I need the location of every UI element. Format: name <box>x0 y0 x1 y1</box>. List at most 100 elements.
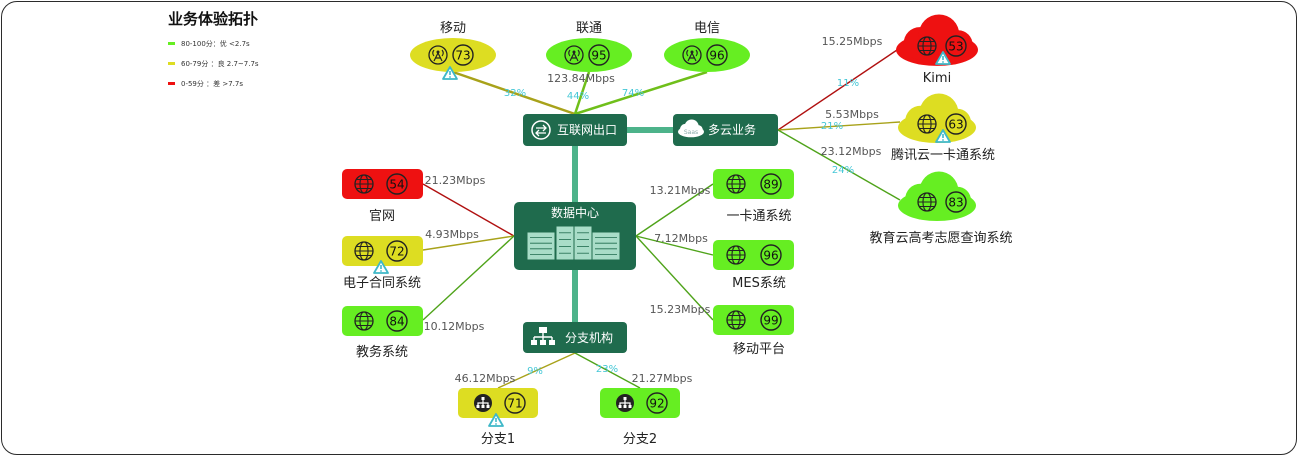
legend-swatch <box>168 42 175 45</box>
score-value: 99 <box>763 314 778 328</box>
isp-name: 移动 <box>440 21 466 36</box>
bandwidth-label: 10.12Mbps <box>424 320 485 333</box>
app-pill <box>713 169 794 199</box>
globe-icon <box>917 114 937 134</box>
score-badge: 99 <box>760 309 782 331</box>
branch-link <box>574 352 641 389</box>
score-badge: 72 <box>386 240 408 262</box>
dc-link-left <box>422 183 515 237</box>
share-percent: 9% <box>527 366 543 377</box>
branch-network-icon <box>616 394 634 412</box>
isp-node[interactable]: 95 <box>546 38 632 72</box>
app-pill <box>713 240 794 270</box>
branch-node[interactable]: 92 <box>600 388 680 418</box>
saas-caption: Saas <box>684 129 698 136</box>
cloud-service-node[interactable]: 53 <box>896 14 978 66</box>
score-badge: 89 <box>760 173 782 195</box>
score-badge: 71 <box>504 392 526 414</box>
app-pill <box>713 305 794 335</box>
branch-node[interactable]: 71 <box>458 388 538 418</box>
share-percent: 21% <box>821 121 843 132</box>
app-pill <box>342 169 423 199</box>
isp-name: 联通 <box>576 21 602 36</box>
dc-app-node[interactable]: 99 <box>713 305 794 335</box>
bandwidth-label: 21.27Mbps <box>632 372 693 385</box>
multi-cloud-label: 多云业务 <box>708 122 756 137</box>
score-value: 83 <box>948 196 963 210</box>
globe-icon <box>354 174 374 194</box>
isp-node[interactable]: 96 <box>664 38 750 72</box>
isp-link <box>574 70 708 116</box>
isp-node[interactable]: 73 <box>410 38 496 72</box>
isp-name: 电信 <box>694 21 720 36</box>
dc-app-node[interactable]: 54 <box>342 169 423 199</box>
share-percent: 32% <box>504 88 526 99</box>
dc-app-node[interactable]: 89 <box>713 169 794 199</box>
bandwidth-label: 15.25Mbps <box>822 35 883 48</box>
signal-tower-icon <box>428 45 448 65</box>
globe-icon <box>354 241 374 261</box>
signal-tower-icon <box>682 45 702 65</box>
share-percent: 23% <box>596 364 618 375</box>
score-value: 72 <box>389 245 404 259</box>
dc-link-right <box>635 235 714 321</box>
branch-pill <box>458 388 538 418</box>
score-badge: 83 <box>945 191 967 213</box>
datacenter-label: 数据中心 <box>551 205 599 220</box>
globe-icon <box>917 36 937 56</box>
globe-icon <box>726 245 746 265</box>
cloud-shape <box>896 14 978 66</box>
cloud-service-node[interactable]: 83 <box>898 171 976 222</box>
branch-link <box>497 352 576 389</box>
warning-icon <box>488 413 504 427</box>
score-value: 92 <box>649 397 664 411</box>
dc-app-node[interactable]: 84 <box>342 306 423 336</box>
branch-name: 分支2 <box>623 432 657 447</box>
app-name: 一卡通系统 <box>726 209 791 224</box>
score-badge: 63 <box>945 113 967 135</box>
score-value: 84 <box>389 315 404 329</box>
score-badge: 73 <box>452 44 474 66</box>
signal-tower-icon <box>564 45 584 65</box>
multi-cloud-node[interactable]: Saas <box>673 114 778 146</box>
branch-hub-node[interactable] <box>523 322 627 353</box>
bandwidth-label: 13.21Mbps <box>650 184 711 197</box>
branch-network-icon <box>474 394 492 412</box>
dc-app-node[interactable]: 96 <box>713 240 794 270</box>
score-badge: 95 <box>588 44 610 66</box>
cloud-name: Kimi <box>923 71 951 86</box>
share-percent: 11% <box>837 78 859 89</box>
score-value: 71 <box>507 397 522 411</box>
page-title: 业务体验拓扑 <box>168 10 258 28</box>
app-name: MES系统 <box>732 276 786 291</box>
bandwidth-label: 23.12Mbps <box>821 145 882 158</box>
bandwidth-label: 4.93Mbps <box>425 228 479 241</box>
cloud-link <box>777 121 901 131</box>
internet-exit-node[interactable] <box>523 114 627 146</box>
dc-app-node[interactable]: 72 <box>342 236 423 266</box>
bandwidth-label: 5.53Mbps <box>825 108 879 121</box>
bandwidth-label: 15.23Mbps <box>650 303 711 316</box>
dc-link-left <box>422 235 515 251</box>
legend-item: 0-59分 ：差 >7.7s <box>181 79 243 88</box>
score-badge: 96 <box>706 44 728 66</box>
score-badge: 92 <box>646 392 668 414</box>
cloud-name: 腾讯云一卡通系统 <box>891 147 995 163</box>
app-name: 官网 <box>369 208 395 224</box>
dc-link-left <box>422 235 515 321</box>
internet-exit-label: 互联网出口 <box>557 123 617 137</box>
server-rack-icon <box>526 225 621 261</box>
datacenter-node[interactable] <box>514 202 636 270</box>
score-value: 73 <box>455 49 470 63</box>
app-name: 移动平台 <box>733 342 785 357</box>
isp-link <box>573 71 591 115</box>
share-percent: 74% <box>622 88 644 99</box>
score-badge: 53 <box>945 35 967 57</box>
cloud-service-node[interactable]: 63 <box>898 93 976 144</box>
app-name: 教务系统 <box>356 344 408 360</box>
router-icon <box>531 120 551 140</box>
score-value: 89 <box>763 178 778 192</box>
warning-icon <box>935 129 951 143</box>
